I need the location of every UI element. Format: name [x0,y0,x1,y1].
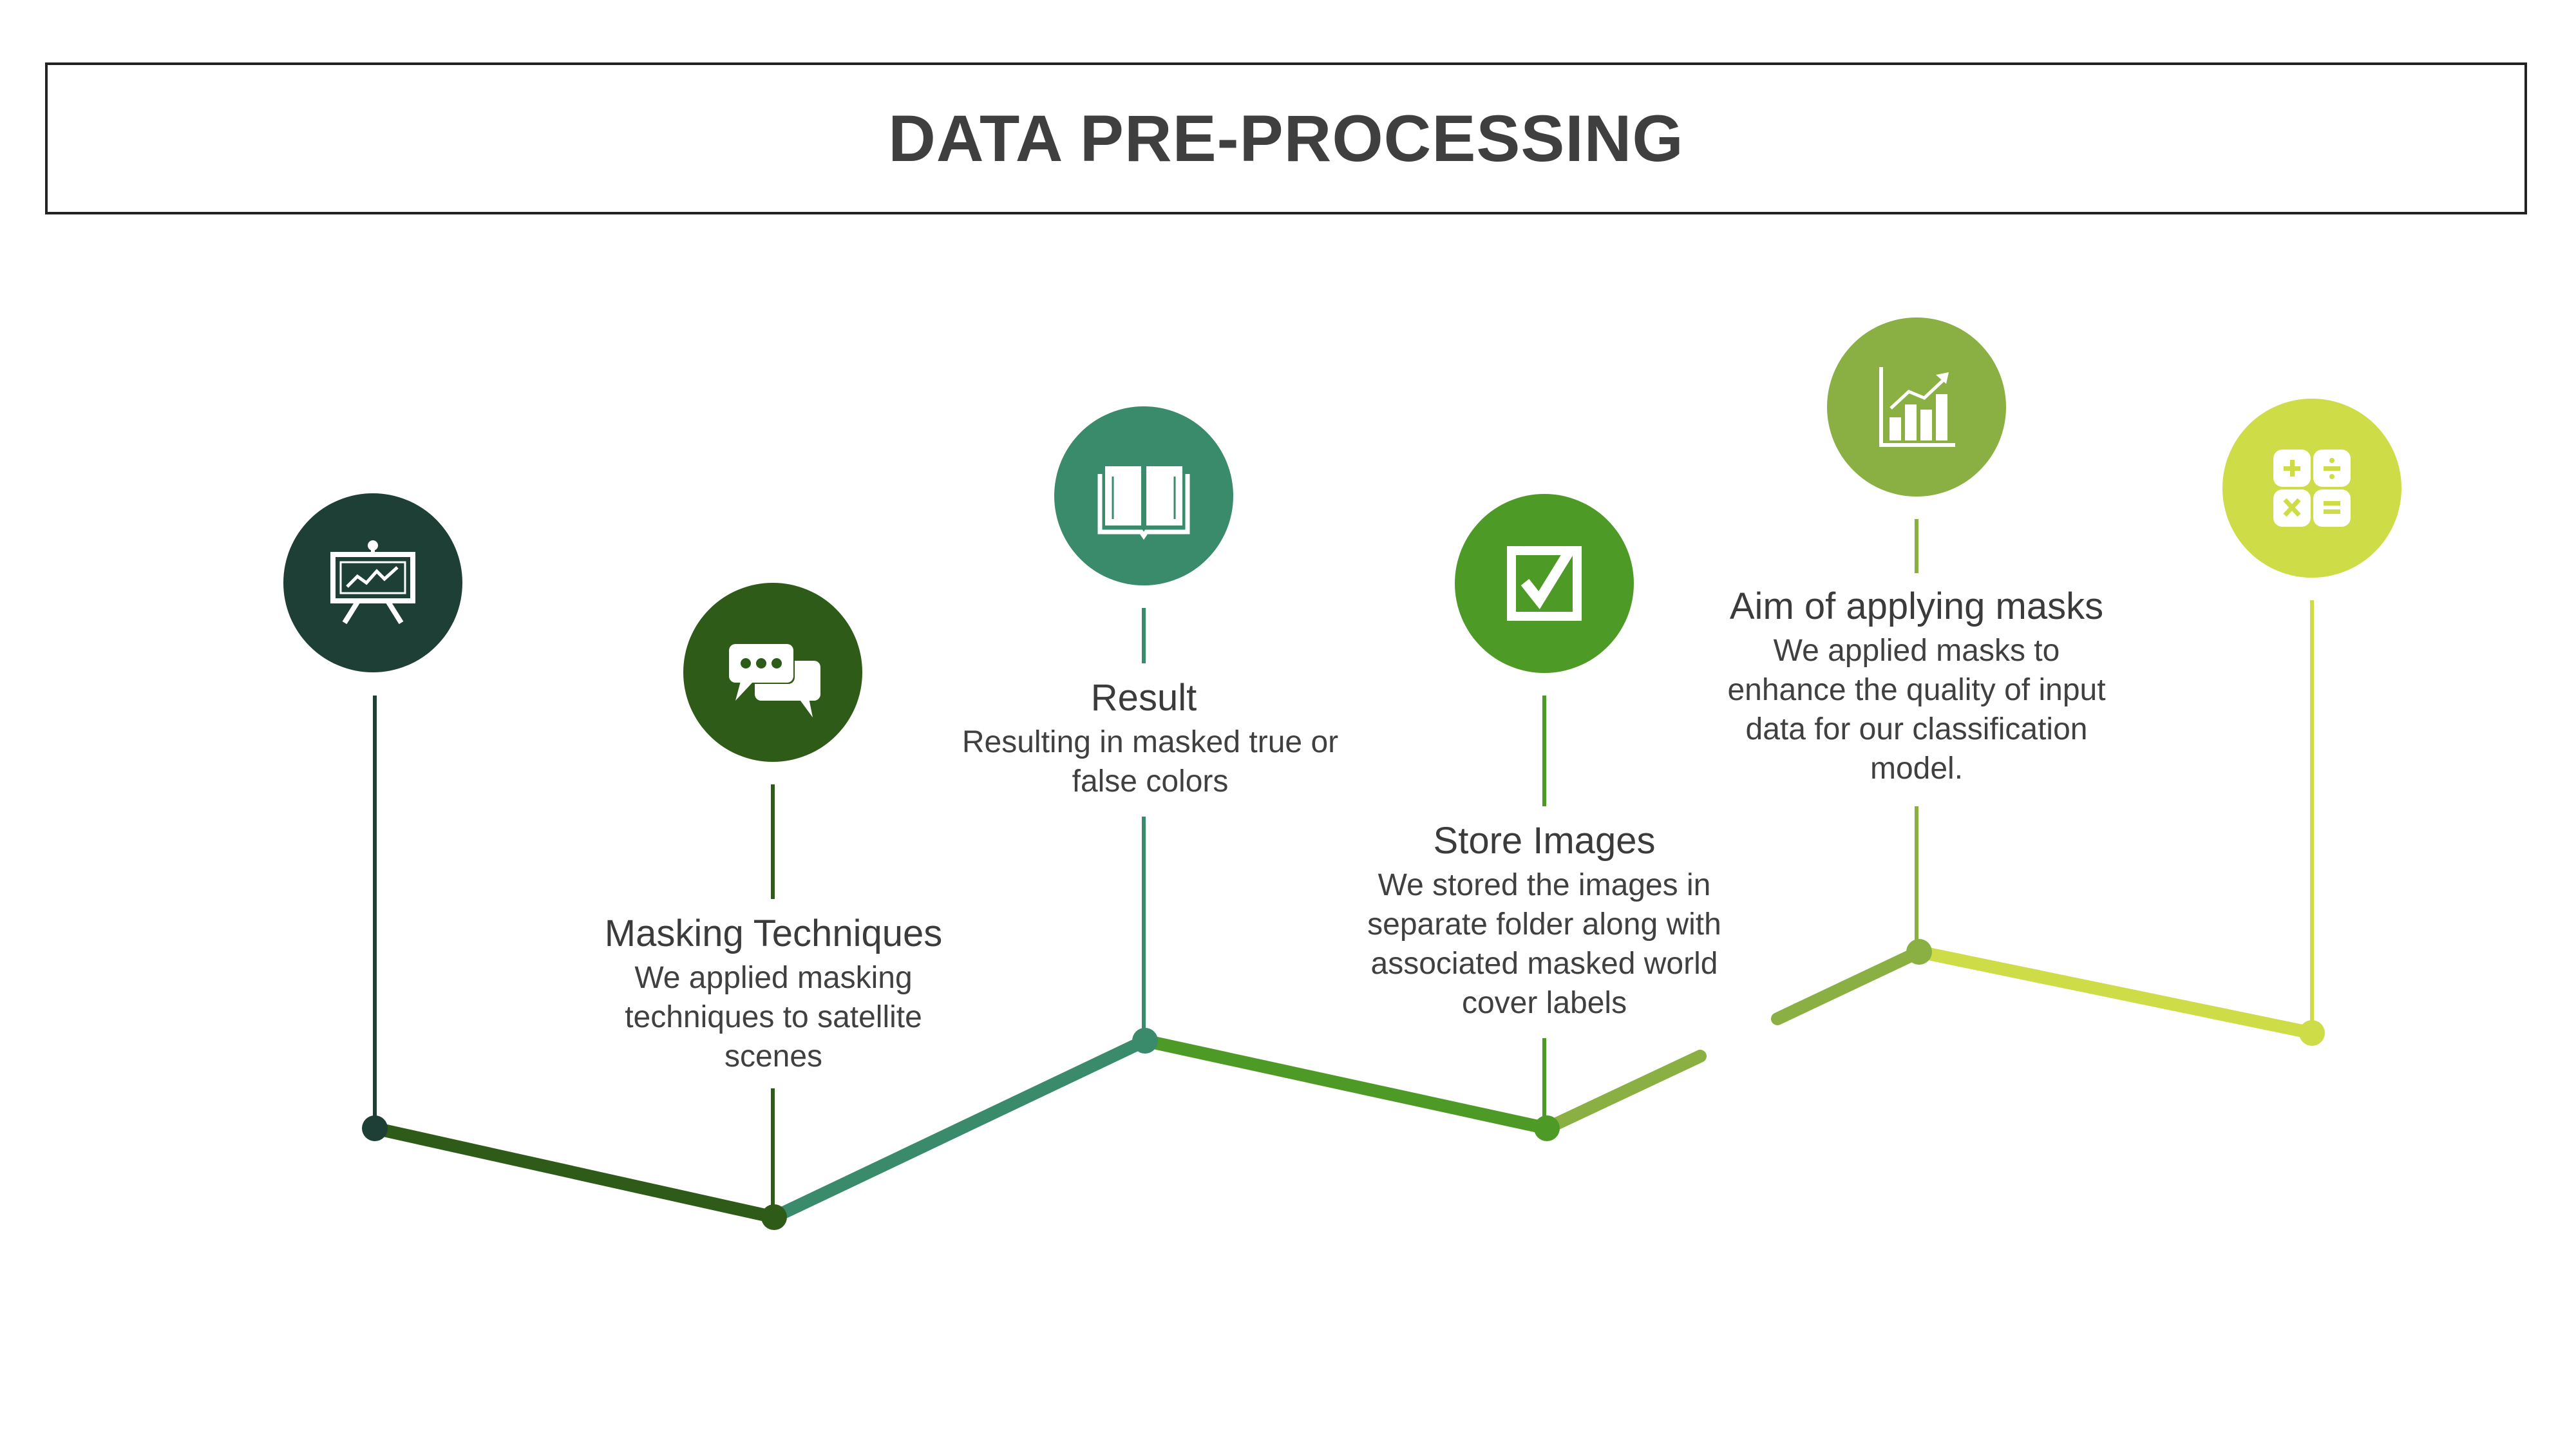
path-segment-5 [1913,945,2318,1039]
joint-dot-6 [2299,1020,2325,1046]
path-segment-1 [368,1122,781,1224]
step-5-description: We applied masks to enhance the quality … [1727,634,2106,786]
path-segment-2 [768,1034,1151,1224]
page-title: DATA PRE-PROCESSING [888,101,1684,175]
calculator-icon [2273,450,2351,527]
path-segment-4b [1771,945,1926,1025]
step-circle-1 [283,493,462,672]
step-circle-3 [1054,406,1233,585]
title-box: DATA PRE-PROCESSING [45,62,2527,214]
bar-chart-icon [1879,367,1955,447]
step-2-heading: Masking Techniques [604,913,943,954]
step-2-description: We applied masking techniques to satelli… [625,961,922,1074]
joint-dot-3 [1132,1028,1158,1054]
step-2-text: Masking Techniques We applied masking te… [574,909,973,1076]
step-circle-6 [2222,399,2401,578]
joint-dot-2 [761,1204,787,1230]
step-4-heading: Store Images [1433,820,1656,862]
step-3-text: Result Resulting in masked true or false… [944,674,1343,801]
joint-dot-4 [1534,1115,1560,1141]
joint-dot-1 [362,1115,388,1141]
presentation-board-icon [330,540,415,625]
path-segment-3 [1139,1034,1553,1135]
joint-dot-5 [1906,939,1932,965]
checkbox-icon [1507,546,1582,621]
open-book-icon [1097,466,1190,540]
step-3-heading: Result [1090,677,1197,719]
step-4-text: Store Images We stored the images in sep… [1345,817,1744,1023]
chat-bubbles-icon [728,643,820,717]
step-5-heading: Aim of applying masks [1729,585,2104,627]
step-3-description: Resulting in masked true or false colors [961,725,1339,799]
path-segment-4a [1540,1050,1707,1135]
step-5-text: Aim of applying masks We applied masks t… [1691,582,2142,788]
step-4-description: We stored the images in separate folder … [1367,868,1721,1020]
